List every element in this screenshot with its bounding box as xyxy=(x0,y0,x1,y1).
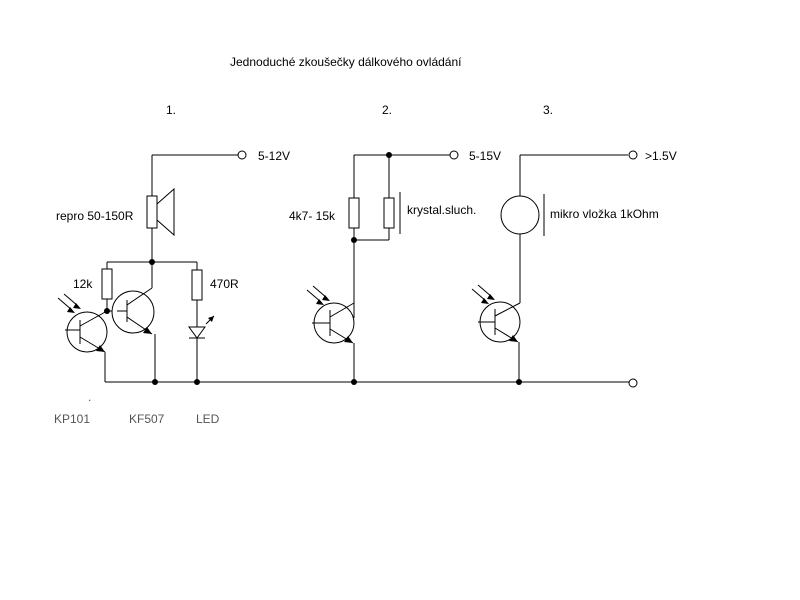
circuit-1-number: 1. xyxy=(166,103,176,117)
microphone-label: mikro vložka 1kOhm xyxy=(550,207,659,221)
speaker-label: repro 50-150R xyxy=(56,209,134,223)
supply-label-2: 5-15V xyxy=(469,149,501,163)
ground-terminal xyxy=(628,378,638,388)
supply-terminal-2 xyxy=(449,150,459,160)
resistor-470r-label: 470R xyxy=(210,277,239,291)
supply-terminal-1 xyxy=(237,150,247,160)
led-icon xyxy=(188,315,215,339)
speaker-icon xyxy=(146,187,175,237)
part-label-kf507: KF507 xyxy=(129,412,165,426)
crystal-earphone-icon xyxy=(383,192,401,234)
supply-label-1: 5-12V xyxy=(258,149,290,163)
resistor-12k-icon xyxy=(101,268,113,300)
phototransistor-2-icon xyxy=(306,285,355,344)
circuit-2-number: 2. xyxy=(382,103,392,117)
resistor-4k7-icon xyxy=(348,197,360,229)
part-label-kp101: KP101 xyxy=(54,412,90,426)
circuit-3-number: 3. xyxy=(543,103,553,117)
stray-mark: . xyxy=(88,390,91,404)
part-label-led: LED xyxy=(196,412,220,426)
supply-terminal-3 xyxy=(628,150,638,160)
circuit-3: >1.5V mikro vložka 1kOhm xyxy=(471,149,677,382)
resistor-470r-icon xyxy=(191,269,203,301)
supply-label-3: >1.5V xyxy=(645,149,677,163)
circuit-2: 5-15V 4k7- 15k krystal.sluch. xyxy=(289,149,501,382)
phototransistor-3-icon xyxy=(471,284,521,343)
resistor-4k7-label: 4k7- 15k xyxy=(289,209,336,223)
microphone-icon xyxy=(500,194,545,236)
transistor-kf507-icon xyxy=(111,287,155,335)
phototransistor-kp101-icon xyxy=(57,293,108,353)
resistor-12k-label: 12k xyxy=(73,277,93,291)
crystal-earphone-label: krystal.sluch. xyxy=(407,203,476,217)
circuit-1: 5-12V repro 50-150R 12k xyxy=(54,149,290,426)
diagram-title: Jednoduché zkoušečky dálkového ovládání xyxy=(230,55,462,69)
